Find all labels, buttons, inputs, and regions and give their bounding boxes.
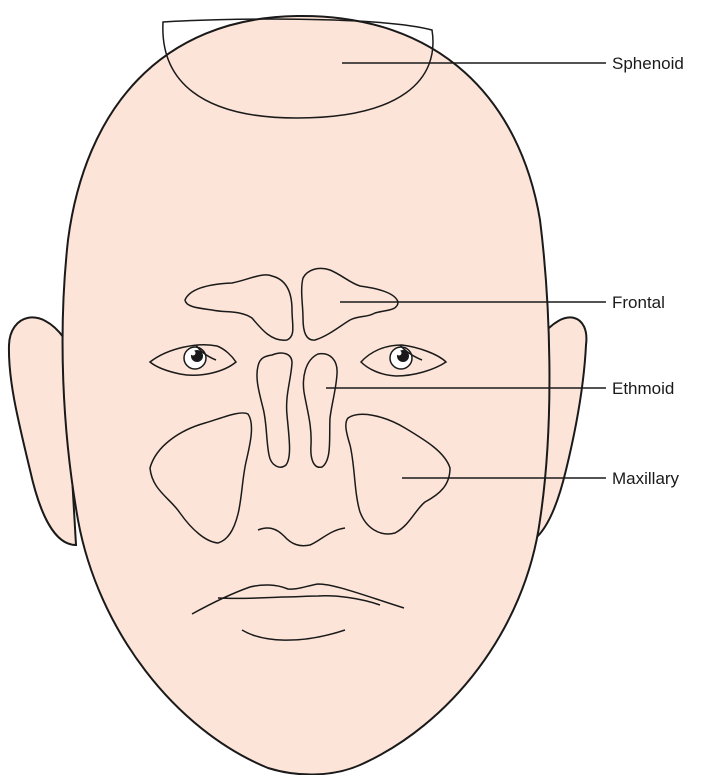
maxillary-label: Maxillary [612, 469, 680, 488]
left-eye [148, 344, 237, 376]
sphenoid-label: Sphenoid [612, 54, 684, 73]
frontal-sinus-right [300, 267, 399, 341]
left-ear [7, 316, 78, 547]
ethmoid-sinus-right [302, 352, 338, 468]
sphenoid-sinus [162, 18, 434, 119]
mouth [191, 583, 405, 641]
ethmoid-sinus-left [256, 352, 293, 468]
right-eye [359, 344, 448, 377]
head-outline [61, 14, 551, 776]
maxillary-sinus-right [345, 413, 451, 535]
maxillary-sinus-left [149, 412, 253, 544]
frontal-label: Frontal [612, 293, 665, 312]
ethmoid-label: Ethmoid [612, 379, 674, 398]
frontal-sinus-left [184, 274, 294, 341]
nose [257, 527, 346, 547]
